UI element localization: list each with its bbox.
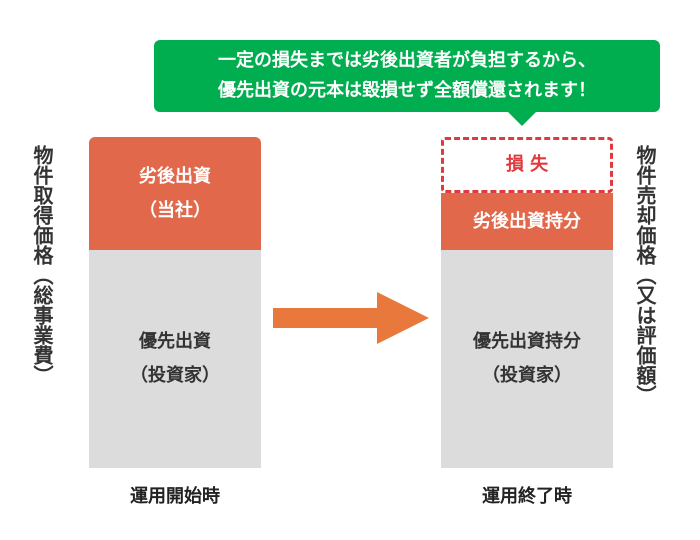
- right-side-label: 物件売却価格（又は評価額）: [633, 145, 657, 405]
- callout-box: 一定の損失までは劣後出資者が負担するから、 優先出資の元本は毀損せず全額償還され…: [154, 40, 660, 112]
- left-side-label: 物件取得価格（総事業費）: [30, 145, 54, 385]
- subordinated-label: 劣後出資: [139, 165, 211, 187]
- preferred-label: 優先出資: [139, 331, 211, 352]
- start-caption: 運用開始時: [130, 486, 220, 507]
- subordinated-owner-label: （当社）: [139, 199, 211, 221]
- callout-line-1: 一定の損失までは劣後出資者が負担するから、: [218, 50, 596, 71]
- loss-segment: 損 失: [441, 137, 613, 193]
- subordinated-investment-segment: 劣後出資 （当社）: [89, 137, 261, 250]
- callout-tail: [508, 112, 536, 126]
- subordinated-share-segment: 劣後出資持分: [441, 193, 613, 250]
- preferred-share-label: 優先出資持分: [473, 331, 581, 352]
- preferred-share-segment: 優先出資持分 （投資家）: [441, 250, 613, 468]
- loss-label: 損 失: [505, 154, 549, 175]
- arrow-right-icon: [273, 292, 429, 344]
- callout-line-2: 優先出資の元本は毀損せず全額償還されます！: [218, 80, 596, 101]
- end-bar: 損 失 劣後出資持分 優先出資持分 （投資家）: [441, 137, 613, 468]
- preferred-share-owner-label: （投資家）: [482, 365, 572, 386]
- preferred-investment-segment: 優先出資 （投資家）: [89, 250, 261, 468]
- start-bar: 劣後出資 （当社） 優先出資 （投資家）: [89, 137, 261, 468]
- preferred-owner-label: （投資家）: [130, 365, 220, 386]
- end-caption: 運用終了時: [482, 486, 572, 507]
- subordinated-share-label: 劣後出資持分: [473, 210, 581, 232]
